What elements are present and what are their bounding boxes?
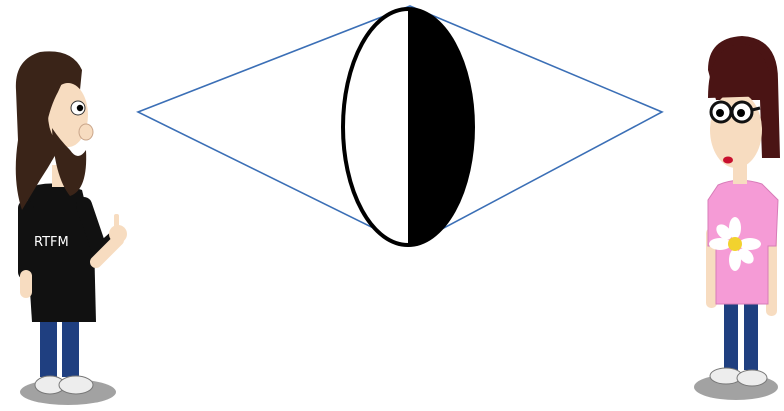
shirt-text: RTFM <box>34 235 69 250</box>
half-black-disc <box>343 9 473 245</box>
bearded-man-character: RTFM <box>16 51 127 405</box>
girl-with-glasses-character <box>694 36 780 400</box>
